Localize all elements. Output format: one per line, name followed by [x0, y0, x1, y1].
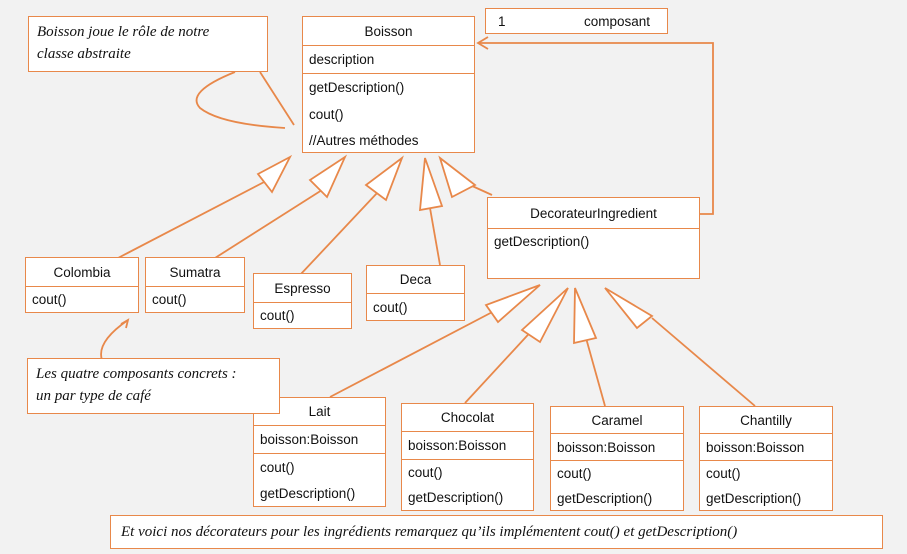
- class-attribute: boisson:Boisson: [551, 434, 683, 461]
- class-chocolat: Chocolat boisson:Boisson cout() getDescr…: [401, 403, 534, 511]
- method-item: getDescription(): [408, 490, 504, 505]
- note-abstract-class: Boisson joue le rôle de notre classe abs…: [28, 16, 268, 72]
- chocolat-inheritance-arrow: [520, 287, 569, 344]
- composant-association-arrowhead: [476, 36, 489, 50]
- components-note-callout: [100, 319, 129, 361]
- method-item: cout(): [557, 466, 592, 481]
- components-note-callout-tip: [120, 318, 130, 329]
- association-multiplicity: 1: [498, 13, 506, 29]
- abstract-note-callout: [195, 71, 286, 129]
- association-role: composant: [584, 13, 651, 29]
- class-name: Sumatra: [146, 258, 244, 287]
- note-line: Boisson joue le rôle de notre: [37, 24, 210, 40]
- class-attribute: boisson:Boisson: [700, 434, 832, 461]
- espresso-inheritance-arrow: [364, 155, 404, 202]
- method-item: cout(): [373, 299, 408, 315]
- method-item: getDescription(): [260, 485, 356, 501]
- method-item: //Autres méthodes: [309, 133, 419, 148]
- association-label: 1 composant: [485, 8, 668, 34]
- class-boisson: Boisson description getDescription() cou…: [302, 16, 475, 153]
- class-deca: Deca cout(): [366, 265, 465, 321]
- chantilly-inheritance-line: [651, 317, 756, 407]
- lait-inheritance-line: [329, 307, 501, 398]
- class-name: Chantilly: [700, 407, 832, 434]
- note-line: un par type de café: [36, 388, 151, 404]
- class-name: Espresso: [254, 274, 351, 303]
- caramel-inheritance-arrow: [573, 287, 598, 345]
- deca-inheritance-arrow: [418, 157, 444, 212]
- note-line: classe abstraite: [37, 46, 131, 62]
- sumatra-inheritance-arrow: [308, 154, 348, 199]
- note-line: Et voici nos décorateurs pour les ingréd…: [121, 524, 738, 540]
- colombia-inheritance-arrow: [256, 154, 293, 194]
- class-sumatra: Sumatra cout(): [145, 257, 245, 313]
- class-name: DecorateurIngredient: [488, 198, 699, 229]
- colombia-inheritance-line: [117, 179, 269, 259]
- chocolat-inheritance-line: [464, 324, 538, 404]
- class-caramel: Caramel boisson:Boisson cout() getDescri…: [550, 406, 684, 511]
- method-item: cout(): [152, 292, 187, 307]
- decorator-inheritance-arrow: [438, 155, 477, 199]
- chantilly-inheritance-arrow: [604, 287, 654, 330]
- method-item: cout(): [32, 292, 67, 307]
- method-item: getDescription(): [309, 80, 405, 95]
- method-item: cout(): [260, 308, 295, 323]
- class-decorateur-ingredient: DecorateurIngredient getDescription(): [487, 197, 700, 279]
- abstract-note-callout-edge: [259, 71, 295, 126]
- note-line: Les quatre composants concrets :: [36, 366, 237, 382]
- espresso-inheritance-line: [299, 191, 379, 276]
- class-name: Lait: [254, 398, 385, 426]
- method-item: cout(): [260, 459, 295, 475]
- method-item: cout(): [309, 106, 344, 122]
- composant-association-line: [478, 42, 714, 215]
- method-item: cout(): [408, 465, 443, 480]
- note-decorators: Et voici nos décorateurs pour les ingréd…: [110, 515, 883, 549]
- sumatra-inheritance-line: [214, 189, 323, 259]
- class-methods: getDescription() cout() //Autres méthode…: [303, 74, 474, 154]
- class-espresso: Espresso cout(): [253, 273, 352, 329]
- caramel-inheritance-line: [585, 337, 606, 407]
- class-name: Boisson: [303, 17, 474, 46]
- class-name: Colombia: [26, 258, 138, 287]
- method-item: getDescription(): [706, 491, 802, 506]
- class-name: Deca: [367, 266, 464, 294]
- class-name: Caramel: [551, 407, 683, 434]
- method-item: getDescription(): [494, 233, 590, 249]
- note-concrete-components: Les quatre composants concrets : un par …: [27, 358, 280, 414]
- class-attribute: boisson:Boisson: [254, 426, 385, 454]
- lait-inheritance-arrow: [484, 284, 541, 324]
- class-name: Chocolat: [402, 404, 533, 432]
- method-item: getDescription(): [557, 491, 653, 506]
- class-attribute: boisson:Boisson: [402, 432, 533, 460]
- deca-inheritance-line: [429, 207, 441, 266]
- class-colombia: Colombia cout(): [25, 257, 139, 313]
- method-item: cout(): [706, 466, 741, 481]
- class-chantilly: Chantilly boisson:Boisson cout() getDesc…: [699, 406, 833, 511]
- class-attribute: description: [303, 46, 474, 74]
- class-lait: Lait boisson:Boisson cout() getDescripti…: [253, 397, 386, 507]
